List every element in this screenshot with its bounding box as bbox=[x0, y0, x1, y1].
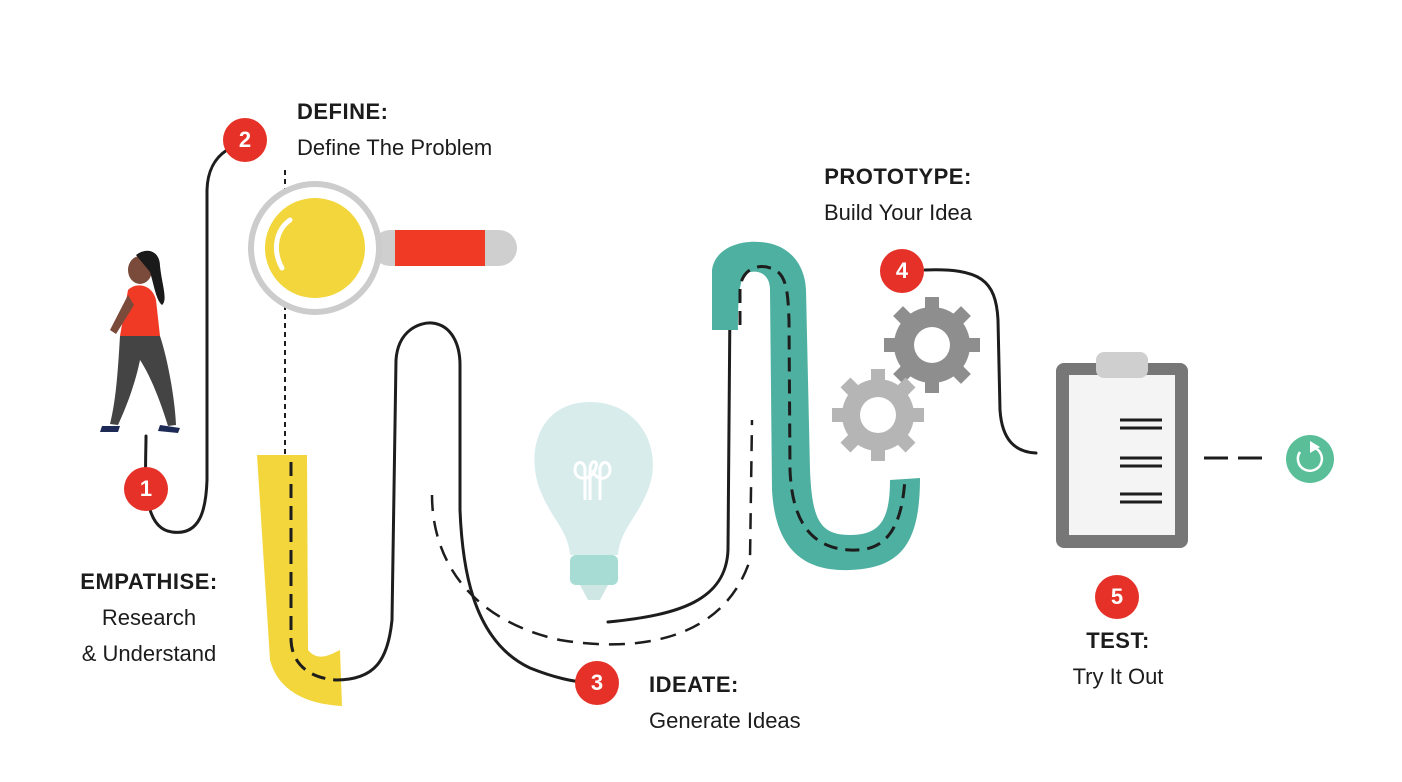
step-1-title: EMPATHISE: bbox=[80, 569, 218, 594]
step-3-line-1: Generate Ideas bbox=[649, 708, 801, 733]
step-2-line-1: Define The Problem bbox=[297, 135, 493, 160]
step-2-label: DEFINE: Define The Problem bbox=[297, 94, 557, 166]
path-segment-to-ideate bbox=[334, 321, 587, 684]
step-2-badge: 2 bbox=[223, 118, 267, 162]
loop-arrow-icon bbox=[1286, 435, 1334, 483]
step-4-badge: 4 bbox=[880, 249, 924, 293]
step-3-badge: 3 bbox=[575, 661, 619, 705]
teal-u-dash bbox=[738, 265, 907, 552]
gears-icon bbox=[832, 297, 980, 461]
step-1-line-1: Research bbox=[101, 605, 197, 630]
path-segment-ideate-dashed bbox=[430, 419, 754, 646]
step-5-badge: 5 bbox=[1095, 575, 1139, 619]
step-5-line-1: Try It Out bbox=[1072, 664, 1164, 689]
step-1-line-2: & Understand bbox=[81, 641, 217, 666]
step-3-title: IDEATE: bbox=[649, 672, 739, 697]
step-1-label: EMPATHISE: Research & Understand bbox=[40, 564, 258, 672]
step-5-label: TEST: Try It Out bbox=[1028, 623, 1208, 695]
step-4-line-1: Build Your Idea bbox=[823, 200, 973, 225]
step-4-title: PROTOTYPE: bbox=[824, 164, 972, 189]
step-1-badge: 1 bbox=[124, 467, 168, 511]
teal-u-shape bbox=[712, 241, 920, 571]
path-segment-to-test bbox=[923, 268, 1038, 455]
lightbulb-icon bbox=[534, 402, 653, 600]
step-5-title: TEST: bbox=[1086, 628, 1150, 653]
step-4-label: PROTOTYPE: Build Your Idea bbox=[788, 159, 1008, 231]
clipboard-icon bbox=[1056, 352, 1188, 548]
step-3-label: IDEATE: Generate Ideas bbox=[649, 667, 869, 739]
walking-woman-icon bbox=[100, 250, 180, 433]
yellow-j-dash bbox=[289, 462, 337, 682]
step-2-title: DEFINE: bbox=[297, 99, 389, 124]
magnifier-icon bbox=[248, 181, 517, 315]
yellow-j-shape bbox=[257, 455, 342, 706]
